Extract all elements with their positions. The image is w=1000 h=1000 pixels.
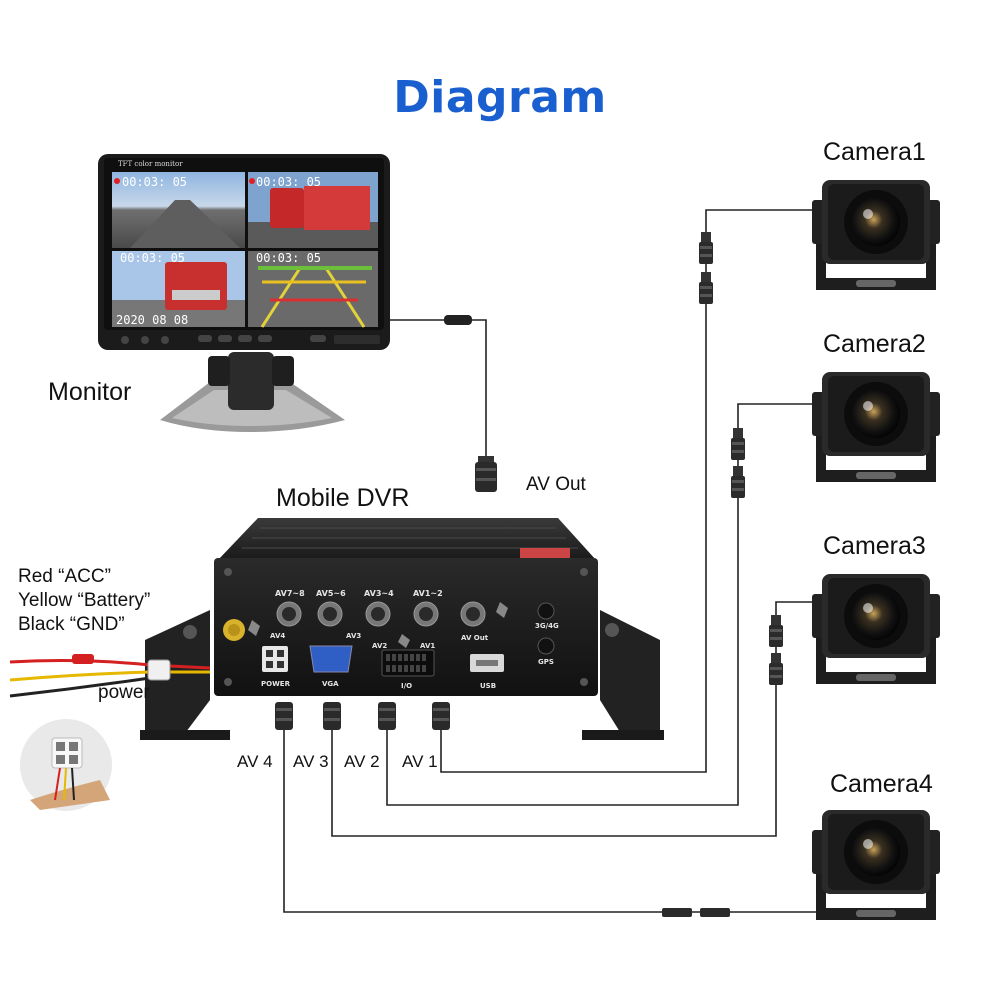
- cable-camera4: [283, 730, 820, 913]
- port-label-io: I/O: [401, 682, 412, 690]
- avout-plug: [475, 456, 497, 492]
- port-label-av56: AV5~6: [316, 589, 346, 598]
- wire-yellow-label: Yellow “Battery”: [18, 590, 151, 611]
- av1-label: AV 1: [402, 752, 438, 771]
- cable-camera1: [440, 209, 820, 773]
- port-label-av78: AV7~8: [275, 589, 305, 598]
- cable-camera2: [386, 403, 820, 806]
- quad1-timestamp: 00:03: 05: [122, 175, 187, 189]
- port-label-avout: AV Out: [461, 634, 489, 642]
- camera2-device: [812, 372, 940, 482]
- av3-label: AV 3: [293, 752, 329, 771]
- av-input-plugs: [275, 702, 450, 730]
- monitor-buttons: [121, 335, 380, 344]
- port-label-usb: USB: [480, 682, 496, 690]
- monitor-header: TFT color monitor: [118, 160, 183, 168]
- dvr-device: AV7~8 AV5~6 AV3~4 AV1~2 AV4 AV3 AV2 AV1 …: [140, 518, 664, 740]
- port-label-av1: AV1: [420, 642, 435, 650]
- port-label-av2: AV2: [372, 642, 387, 650]
- port-label-power: POWER: [261, 680, 291, 688]
- screen-date: 2020 08 08: [116, 313, 188, 327]
- camera1-label: Camera1: [823, 138, 926, 166]
- power-plug: [147, 659, 171, 681]
- cable-group: [283, 209, 820, 913]
- cable-monitor: [388, 319, 487, 458]
- quad2-timestamp: 00:03: 05: [256, 175, 321, 189]
- monitor-label: Monitor: [48, 378, 132, 406]
- quad4-timestamp: 00:03: 05: [256, 251, 321, 265]
- fuse-holder: [72, 654, 94, 664]
- camera3-label: Camera3: [823, 532, 926, 560]
- wire-black-label: Black “GND”: [18, 614, 125, 635]
- wire-red-label: Red “ACC”: [18, 566, 111, 587]
- page-title: Diagram: [393, 72, 607, 123]
- monitor-device: TFT color monitor 00:03: 05 00:03: 05 00…: [98, 154, 390, 432]
- cable-camera3: [331, 601, 820, 837]
- port-label-av3: AV3: [346, 632, 361, 640]
- camera1-device: [812, 180, 940, 290]
- port-label-av12: AV1~2: [413, 589, 443, 598]
- port-label-vga: VGA: [322, 680, 339, 688]
- port-label-av4: AV4: [270, 632, 285, 640]
- camera3-device: [812, 574, 940, 684]
- camera2-label: Camera2: [823, 330, 926, 358]
- av-out-label: AV Out: [526, 474, 586, 495]
- camera4-device: [812, 810, 940, 920]
- port-label-gps: GPS: [538, 658, 554, 666]
- port-label-3g4g: 3G/4G: [535, 622, 559, 630]
- dvr-label: Mobile DVR: [276, 484, 410, 512]
- port-label-av34: AV3~4: [364, 589, 394, 598]
- quad3-timestamp: 00:03: 05: [120, 251, 185, 265]
- av4-label: AV 4: [237, 752, 273, 771]
- power-label: power: [98, 682, 150, 703]
- av2-label: AV 2: [344, 752, 380, 771]
- inline-connectors: [444, 232, 783, 917]
- connector-photo: [20, 719, 112, 811]
- camera4-label: Camera4: [830, 770, 933, 798]
